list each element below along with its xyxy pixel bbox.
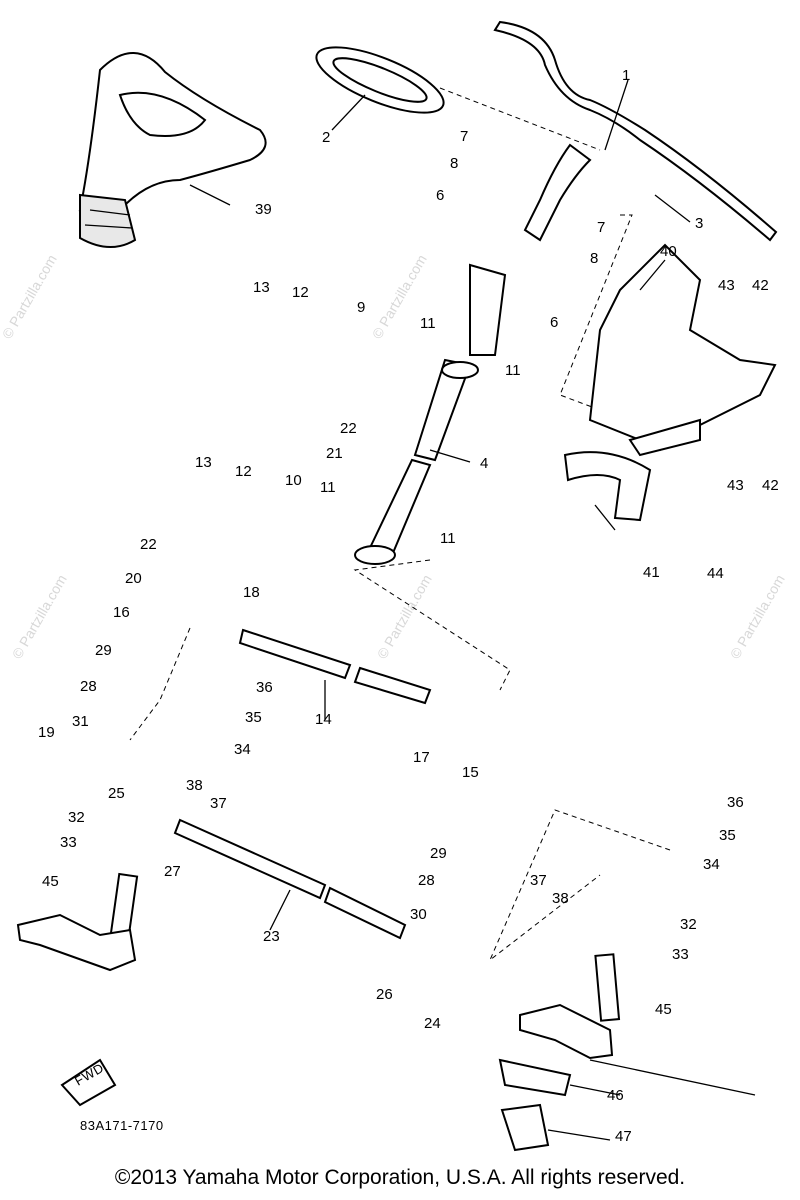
callout-4: 4 [480,455,488,472]
handlebar-pad-inner [332,57,428,103]
callout-17: 17 [413,749,430,766]
clamp [563,451,652,522]
callout-16: 16 [113,604,130,621]
callout-28b: 28 [418,872,435,889]
callout-26: 26 [376,986,393,1003]
callout-19: 19 [38,724,55,741]
callout-11d: 11 [440,530,456,547]
callout-42b: 42 [762,477,779,494]
copyright-notice: ©2013 Yamaha Motor Corporation, U.S.A. A… [114,1166,686,1189]
callout-13b: 13 [195,454,212,471]
callout-34a: 34 [234,741,251,758]
callout-27: 27 [164,863,181,880]
callout-37b: 37 [530,872,547,889]
callout-43b: 43 [727,477,744,494]
steering-bracket [588,243,777,457]
callout-15: 15 [462,764,479,781]
callout-11a: 11 [420,315,436,332]
callout-9: 9 [357,299,365,316]
callout-45b: 45 [655,1001,672,1018]
callout-43a: 43 [718,277,735,294]
callout-8b: 8 [590,250,598,267]
callout-38b: 38 [552,890,569,907]
callout-39: 39 [255,201,272,218]
callout-22b: 22 [140,536,157,553]
callouts: 1 2 3 4 6 6 7 7 8 8 9 10 11 11 11 11 12 … [38,67,779,1145]
assembly-guides [129,87,671,961]
tie-rod-lower-b [323,886,407,940]
watermark: © Partzilla.com [374,572,435,662]
callout-23: 23 [263,928,280,945]
callout-25: 25 [108,785,125,802]
callout-38a: 38 [186,777,203,794]
callout-34b: 34 [703,856,720,873]
callout-29b: 29 [430,845,447,862]
callout-33b: 33 [672,946,689,963]
tie-rod-upper-a [238,628,352,680]
callout-36a: 36 [256,679,273,696]
knuckle-arm-right [519,953,621,1060]
callout-40: 40 [660,243,677,260]
callout-29a: 29 [95,642,112,659]
callout-12a: 12 [292,284,309,301]
watermark: © Partzilla.com [0,252,60,342]
watermark: © Partzilla.com [9,572,70,662]
callout-47: 47 [615,1128,632,1145]
callout-46: 46 [607,1087,624,1104]
steering-column [354,263,507,565]
callout-12b: 12 [235,463,252,480]
callout-32b: 32 [680,916,697,933]
callout-42a: 42 [752,277,769,294]
callout-22a: 22 [340,420,357,437]
callout-36b: 36 [727,794,744,811]
callout-8a: 8 [450,155,458,172]
callout-33a: 33 [60,834,77,851]
callout-45a: 45 [42,873,59,890]
callout-18: 18 [243,584,260,601]
callout-41: 41 [643,564,660,581]
callout-31: 31 [72,713,89,730]
callout-28a: 28 [80,678,97,695]
callout-30: 30 [410,906,427,923]
callout-3: 3 [695,215,703,232]
knuckle-cover [498,1058,572,1097]
knuckle-arm-left [16,872,139,972]
callout-11c: 11 [320,479,336,496]
tie-rod-lower-a [173,818,327,900]
callout-35a: 35 [245,709,262,726]
callout-24: 24 [424,1015,441,1032]
leader-lines [189,79,756,1141]
handlebar [493,20,778,242]
tie-rod-upper-b [353,666,432,705]
callout-7a: 7 [460,128,468,145]
callout-2: 2 [322,129,330,146]
callout-35b: 35 [719,827,736,844]
callout-44: 44 [707,565,724,582]
callout-21: 21 [326,445,343,462]
callout-1: 1 [622,67,630,84]
callout-14: 14 [315,711,332,728]
diagram-code: 83A171-7170 [80,1118,164,1133]
callout-20: 20 [125,570,142,587]
watermark: © Partzilla.com [727,572,788,662]
callout-13a: 13 [253,279,270,296]
callout-10: 10 [285,472,302,489]
fwd-arrow: FWD [60,1058,117,1107]
callout-11b: 11 [505,362,521,379]
callout-37a: 37 [210,795,227,812]
handlebar-cover [78,52,267,248]
callout-32a: 32 [68,809,85,826]
callout-6a: 6 [436,187,444,204]
knuckle-cap [500,1103,550,1152]
callout-6b: 6 [550,314,558,331]
callout-7b: 7 [597,219,605,236]
